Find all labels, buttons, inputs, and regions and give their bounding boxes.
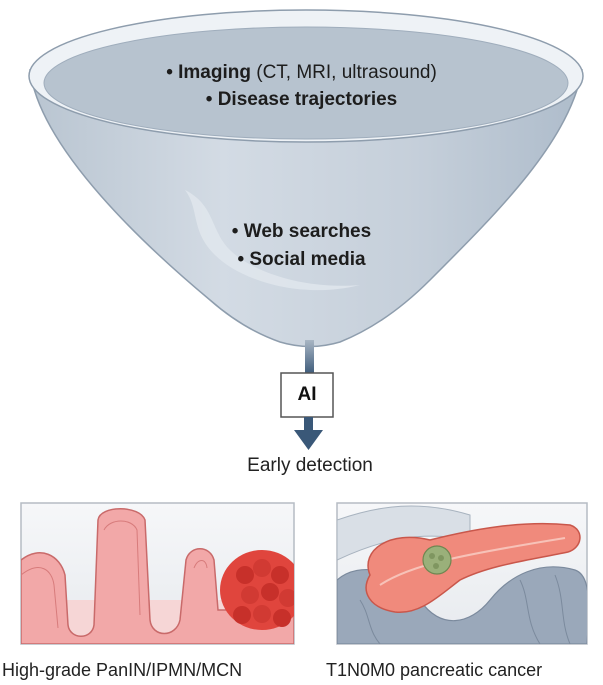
bullet: • [237,249,250,270]
funnel-line-web: • Web searches [0,221,603,243]
social-media-label: Social media [249,249,366,270]
left-panel [20,502,295,645]
funnel-line-imaging: • Imaging (CT, MRI, ultrasound) [0,62,603,84]
funnel-line-social: • Social media [0,249,603,271]
left-panel-caption: High-grade PanIN/IPMN/MCN [2,660,243,680]
lumen-line [21,520,208,629]
arrow-head [294,430,323,450]
ai-label: AI [297,384,317,405]
funnel-opening [43,26,569,140]
tumor-icon [422,545,452,575]
right-panel [336,502,588,645]
funnel-stem [305,340,314,375]
imaging-label: Imaging [178,62,251,83]
pancreas [365,522,581,613]
tumor-cluster [220,550,294,630]
bullet: • [205,89,218,110]
disease-trajectories-label: Disease trajectories [217,89,398,110]
funnel-highlight [185,190,360,291]
arrow-shaft [304,417,313,433]
right-panel-caption: T1N0M0 pancreatic cancer [326,660,543,680]
epithelium-fold [21,508,294,644]
intestine-folds [359,574,571,644]
web-searches-label: Web searches [243,221,372,242]
bullet: • [166,62,179,83]
funnel-line-disease: • Disease trajectories [0,89,603,111]
imaging-detail: (CT, MRI, ultrasound) [250,62,437,83]
funnel [28,9,584,348]
bullet: • [231,221,244,242]
early-detection-label: Early detection [247,455,373,476]
